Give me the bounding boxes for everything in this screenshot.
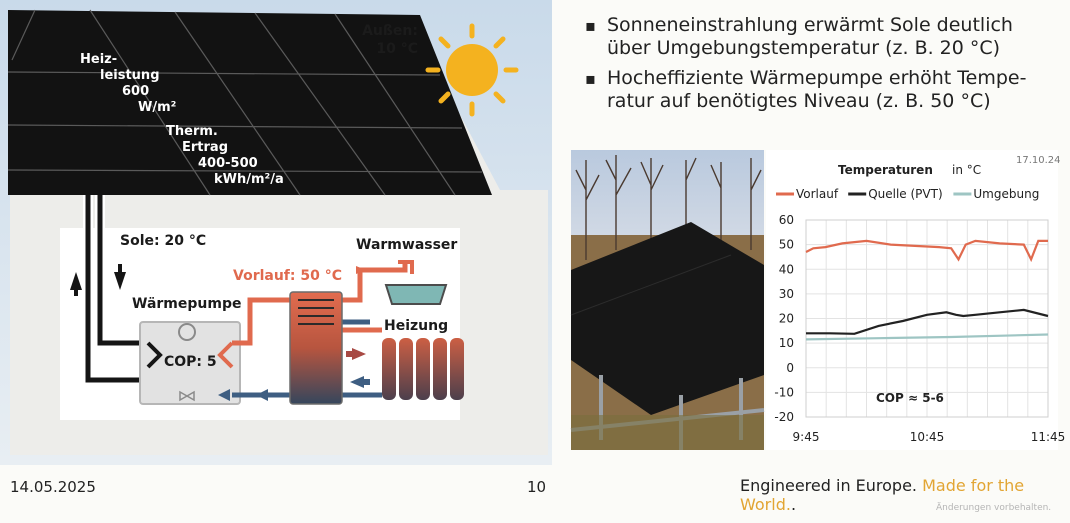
y-tick-label: 50 [779,238,794,252]
y-tick-label: 30 [779,287,794,301]
arrow-up-shaft [74,288,78,296]
x-tick-label: 9:45 [793,430,820,444]
chart-grid [805,219,1049,418]
arrow-right-heating-icon [352,348,366,360]
tagline-dot: . [790,495,797,514]
vorlauf-label: Vorlauf: 50 °C [233,268,342,284]
sole-label: Sole: 20 °C [120,233,207,249]
storage-tank [289,291,343,405]
y-tick-label: 0 [786,361,794,375]
arrow-down-icon [114,272,126,290]
arrow-left-return-icon [256,389,268,401]
tagline-part-a: Engineered in Europe. [740,476,918,495]
arrow-down-shaft [118,264,122,274]
arrow-right-heating-shaft [346,351,354,357]
footer-date: 14.05.2025 [10,478,96,496]
diagram-graphic [0,0,552,465]
x-tick-label: 10:45 [910,430,945,444]
chart-title-unit: in °C [952,163,981,177]
page-number: 10 [527,478,547,496]
faucet-icon [398,260,414,274]
yield-line-2: Ertrag [182,140,228,155]
x-tick-label: 11:45 [1031,430,1066,444]
heizung-label: Heizung [384,318,449,334]
cop-annotation: COP ≈ 5-6 [876,391,944,405]
chart-date: 17.10.24 [1016,155,1061,166]
heat-output-line-4: W/m² [138,100,177,115]
series-line [806,308,1049,335]
y-tick-label: -20 [774,410,794,424]
heat-output-line-1: Heiz- [80,52,118,67]
arrow-right-icon [356,266,366,274]
temperature-chart: Temperaturen in °C 17.10.24 Vorlauf Quell… [766,150,1065,450]
yield-line-1: Therm. [166,124,218,139]
series-line [805,333,1049,341]
chart-series-lines [805,239,1049,341]
arrow-left-icon [218,389,230,401]
plot-frame [805,219,1049,418]
pvt-installation-photo [570,150,765,450]
yield-line-3: 400-500 [198,156,258,171]
cop-label: COP: 5 [164,354,217,370]
y-tick-label: 40 [779,262,794,276]
sun-icon [425,23,519,117]
warmwasser-label: Warmwasser [356,237,458,253]
heat-exchanger-coil [298,299,334,325]
legend-entry: Umgebung [973,187,1039,201]
outside-value: 10 °C [376,41,418,57]
waermepumpe-label: Wärmepumpe [132,296,242,312]
chart-svg: Temperaturen in °C 17.10.24 Vorlauf Quell… [766,150,1065,450]
evaporator-zigzag [146,341,163,369]
panel-grid [7,9,483,196]
photo-graphic [570,150,765,450]
series-line [805,239,1048,263]
chart-title: Temperaturen [838,163,933,177]
bullet-item: Sonneneinstrahlung erwärmt Sole deutlich… [583,14,1053,60]
bullet-list: Sonneneinstrahlung erwärmt Sole deutlich… [583,14,1053,120]
pvt-diagram: Außen: 10 °C Heiz- leistung 600 W/m² The… [0,0,552,465]
radiator-icon [382,338,464,400]
condenser-zigzag [217,341,234,369]
x-axis-ticks: 9:45 10:45 11:45 [793,430,1066,444]
heat-pump-box [139,321,241,405]
footer-tagline: Engineered in Europe. Made for the World… [740,476,1070,514]
bullet-item: Hocheffiziente Wärmepumpe erhöht Tempe-r… [583,67,1053,113]
yield-line-4: kWh/m²/a [214,172,284,187]
y-tick-label: 20 [779,312,794,326]
arrow-up-icon [70,272,82,290]
basin-icon [384,284,448,305]
arrow-left-heating-icon [350,376,364,388]
y-axis-ticks: 60 50 40 30 20 10 0 -10 -20 [774,213,794,424]
legend-entry: Vorlauf [796,187,839,201]
heat-output-line-3: 600 [122,84,150,99]
y-tick-label: 60 [779,213,794,227]
pvt-roof-panels [8,10,492,195]
y-tick-label: 10 [779,336,794,350]
tagline-part-b: Made for the World. [740,476,1025,514]
arrow-left-heating-shaft [362,379,370,385]
chart-legend: Vorlauf Quelle (PVT) Umgebung [776,187,1039,201]
disclaimer: Änderungen vorbehalten. [936,503,1052,513]
outside-label: Außen: [362,23,418,39]
y-tick-label: -10 [774,385,794,399]
heat-output-line-2: leistung [100,68,160,83]
valve-icon [179,390,195,402]
compressor-icon [178,323,196,341]
legend-entry: Quelle (PVT) [868,187,942,201]
